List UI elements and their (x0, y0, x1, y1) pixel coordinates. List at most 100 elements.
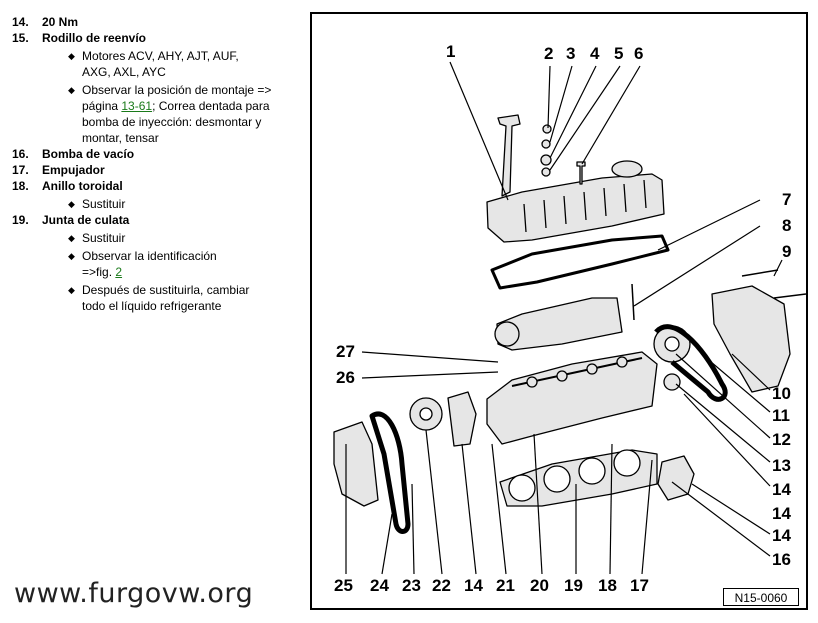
seal (541, 139, 551, 149)
callout-6: 6 (634, 44, 644, 63)
cam-lobe (526, 376, 538, 388)
cylinder-head (486, 351, 658, 445)
bullet-icon: ◆ (68, 85, 75, 95)
callout-4: 4 (590, 44, 600, 63)
list-item: 16. Bomba de vacío (12, 146, 302, 162)
seal (542, 124, 552, 134)
callout-12: 12 (772, 430, 791, 449)
callout-17: 17 (630, 576, 649, 595)
sub-item-text: Observar la posición de montaje =>página… (82, 82, 302, 146)
sub-item: ◆ Después de sustituirla, cambiar todo el … (12, 282, 302, 314)
callout-14-right-b: 14 (772, 526, 791, 545)
sub-item-text: Motores ACV, AHY, AJT, AUF,AXG, AXL, AYC (82, 48, 302, 80)
callout-13: 13 (772, 456, 791, 475)
item-number: 15. (12, 31, 29, 45)
sub-item-line: Después de sustituirla, cambiar (82, 283, 250, 297)
list-item: 18.Anillo toroidal (12, 178, 302, 194)
callout-10: 10 (772, 384, 791, 403)
rear-cover (447, 391, 477, 447)
bolt (741, 269, 806, 299)
cam-housing-flange (494, 321, 520, 347)
callout-20: 20 (530, 576, 549, 595)
seal (540, 154, 552, 166)
bullet-icon: ◆ (68, 233, 75, 243)
bolt (631, 283, 635, 321)
bolt (576, 161, 586, 185)
callout-3: 3 (566, 44, 576, 63)
item-number: 14. (12, 15, 29, 29)
sub-item-line: =>fig. 2 (82, 265, 123, 279)
item-title: Rodillo de reenvío (42, 31, 147, 45)
item-number: 16. (12, 147, 29, 161)
cam-lobe (586, 363, 598, 375)
item-title: Anillo toroidal (42, 179, 123, 193)
gasket-bore (613, 449, 641, 477)
bullet-icon: ◆ (68, 51, 75, 61)
sub-item-text: Sustituir (82, 196, 302, 212)
callout-8: 8 (782, 216, 792, 235)
valve-cover-ridges (523, 179, 647, 233)
callout-2: 2 (544, 44, 554, 63)
sub-item-line: todo el líquido refrigerante (82, 299, 222, 313)
sub-item: ◆ Observar la identificación =>fig. 2 (12, 248, 302, 280)
callout-1: 1 (446, 42, 456, 61)
item-title: Junta de culata (42, 213, 130, 227)
tension-roller (663, 373, 681, 391)
item-title: 20 Nm (42, 15, 79, 29)
oil-cap (611, 160, 643, 178)
callout-25: 25 (334, 576, 353, 595)
item-number: 17. (12, 163, 29, 177)
list-item: 17. Empujador (12, 162, 302, 178)
vacuum-pump (657, 455, 695, 501)
sub-item: ◆ Sustituir (12, 196, 302, 212)
item-title: Empujador (42, 163, 105, 177)
callout-24: 24 (370, 576, 389, 595)
gasket-bore (543, 465, 571, 493)
item-title: Bomba de vacío (42, 147, 135, 161)
bullet-icon: ◆ (68, 251, 75, 261)
callout-7: 7 (782, 190, 792, 209)
callout-23: 23 (402, 576, 421, 595)
sub-item-line: Observar la posición de montaje => (82, 83, 272, 97)
sub-item-text: Sustituir (82, 230, 302, 246)
list-item: 14. 20 Nm (12, 14, 302, 30)
callout-21: 21 (496, 576, 515, 595)
seal (541, 167, 551, 177)
callout-18: 18 (598, 576, 617, 595)
pump-belt (654, 324, 728, 402)
figure-code-label: N15-0060 (723, 588, 799, 606)
bullet-icon: ◆ (68, 285, 75, 295)
exploded-diagram: 1 2 3 4 5 6 7 8 9 10 11 12 13 14 14 14 1… (310, 12, 808, 610)
page-link[interactable]: 13-61 (121, 99, 153, 113)
callout-26: 26 (336, 368, 355, 387)
sub-item-text: Observar la identificación =>fig. 2 (82, 248, 302, 280)
callout-14-bottom: 14 (464, 576, 483, 595)
page-link[interactable]: 2 (115, 265, 123, 279)
bullet-icon: ◆ (68, 199, 75, 209)
sub-item: ◆ Motores ACV, AHY, AJT, AUF,AXG, AXL, AY… (12, 48, 302, 80)
cam-lobe (616, 356, 628, 368)
sub-item-line: AXG, AXL, AYC (82, 65, 166, 79)
callout-14-right-c: 14 (772, 504, 791, 523)
callout-19: 19 (564, 576, 583, 595)
list-item: 19. Junta de culata (12, 212, 302, 228)
watermark-text: www.furgovw.org (14, 578, 254, 609)
callout-14-right-a: 14 (772, 480, 791, 499)
sub-item-line: Sustituir (82, 231, 126, 245)
camshaft-housing (496, 297, 623, 351)
engine-exploded-view (333, 61, 806, 575)
item-number: 19. (12, 213, 29, 227)
gasket-bore (508, 474, 536, 502)
callout-27: 27 (336, 342, 355, 361)
belt-cover-lower (333, 421, 379, 507)
sub-item-line: Sustituir (82, 197, 126, 211)
callout-9: 9 (782, 242, 792, 261)
belt-cover-upper (711, 285, 791, 393)
sub-item: ◆ Sustituir (12, 230, 302, 246)
sub-item-line: montar, tensar (82, 131, 159, 145)
component-list: 14. 20 Nm 15. Rodillo de reenvío ◆ Motores AC… (12, 14, 302, 314)
sub-item: ◆ Observar la posición de montaje =>págin… (12, 82, 302, 146)
sub-item-line: Observar la identificación (82, 249, 217, 263)
callout-5: 5 (614, 44, 624, 63)
gasket-bore (578, 457, 606, 485)
